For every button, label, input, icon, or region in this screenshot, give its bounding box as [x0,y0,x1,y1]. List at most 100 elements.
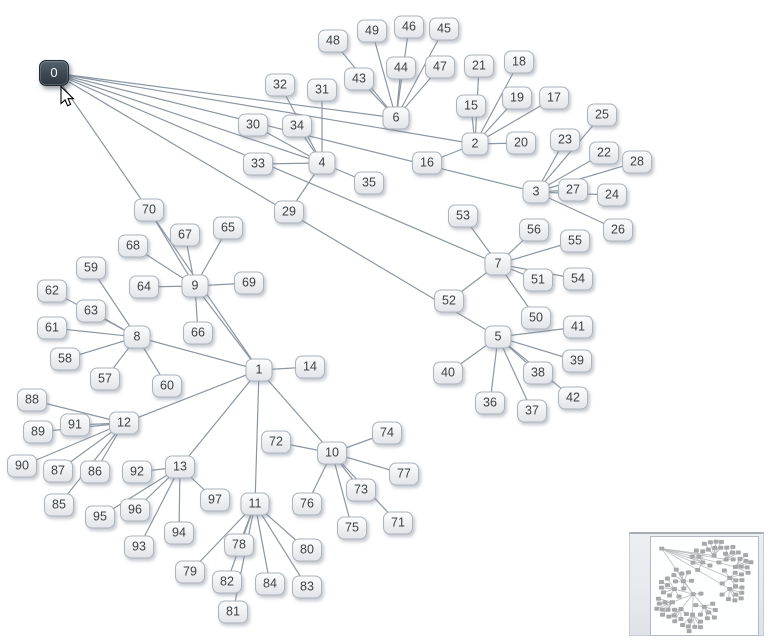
graph-node-24[interactable]: 24 [597,183,627,207]
graph-node-57[interactable]: 57 [90,367,120,391]
graph-node-12[interactable]: 12 [109,411,139,435]
graph-node-11[interactable]: 11 [240,492,270,516]
graph-node-31[interactable]: 31 [307,78,337,102]
graph-node-79[interactable]: 79 [175,560,205,584]
graph-node-21[interactable]: 21 [464,54,494,78]
graph-node-49[interactable]: 49 [357,19,387,43]
graph-node-40[interactable]: 40 [433,361,463,385]
graph-node-78[interactable]: 78 [224,533,254,557]
graph-node-3[interactable]: 3 [522,180,550,204]
graph-node-10[interactable]: 10 [317,441,347,465]
graph-node-60[interactable]: 60 [152,374,182,398]
graph-node-90[interactable]: 90 [7,454,37,478]
graph-node-68[interactable]: 68 [118,234,148,258]
graph-node-18[interactable]: 18 [504,50,534,74]
graph-node-85[interactable]: 85 [44,493,74,517]
graph-node-84[interactable]: 84 [255,572,285,596]
graph-node-16[interactable]: 16 [412,151,442,175]
graph-node-35[interactable]: 35 [354,171,384,195]
graph-node-97[interactable]: 97 [200,488,230,512]
graph-node-83[interactable]: 83 [292,575,322,599]
graph-node-5[interactable]: 5 [484,325,512,349]
graph-node-14[interactable]: 14 [295,355,325,379]
graph-node-80[interactable]: 80 [292,538,322,562]
graph-node-55[interactable]: 55 [560,229,590,253]
graph-node-76[interactable]: 76 [292,492,322,516]
graph-node-91[interactable]: 91 [60,413,90,437]
graph-node-67[interactable]: 67 [170,223,200,247]
graph-node-69[interactable]: 69 [234,271,264,295]
graph-node-77[interactable]: 77 [389,462,419,486]
graph-node-64[interactable]: 64 [129,275,159,299]
graph-node-54[interactable]: 54 [563,267,593,291]
graph-node-28[interactable]: 28 [622,150,652,174]
graph-node-72[interactable]: 72 [261,430,291,454]
graph-node-86[interactable]: 86 [80,460,110,484]
graph-node-37[interactable]: 37 [517,399,547,423]
graph-node-95[interactable]: 95 [85,505,115,529]
graph-node-36[interactable]: 36 [475,391,505,415]
graph-node-46[interactable]: 46 [394,15,424,39]
graph-node-74[interactable]: 74 [372,421,402,445]
graph-node-30[interactable]: 30 [238,113,268,137]
graph-node-87[interactable]: 87 [43,459,73,483]
overview-minigraph [654,539,754,634]
graph-node-2[interactable]: 2 [461,132,489,156]
graph-node-0[interactable]: 0 [39,60,69,86]
graph-node-81[interactable]: 81 [218,600,248,624]
graph-node-34[interactable]: 34 [282,114,312,138]
graph-node-45[interactable]: 45 [429,17,459,41]
graph-node-22[interactable]: 22 [589,141,619,165]
graph-node-20[interactable]: 20 [506,131,536,155]
graph-node-23[interactable]: 23 [550,128,580,152]
graph-node-66[interactable]: 66 [183,321,213,345]
graph-node-8[interactable]: 8 [123,325,151,349]
graph-node-61[interactable]: 61 [37,316,67,340]
graph-node-75[interactable]: 75 [337,516,367,540]
graph-node-7[interactable]: 7 [484,252,512,276]
graph-node-93[interactable]: 93 [124,535,154,559]
graph-node-82[interactable]: 82 [212,570,242,594]
graph-node-29[interactable]: 29 [274,200,304,224]
graph-node-89[interactable]: 89 [23,420,53,444]
graph-node-65[interactable]: 65 [213,216,243,240]
graph-node-70[interactable]: 70 [134,198,164,222]
graph-node-33[interactable]: 33 [243,152,273,176]
graph-node-6[interactable]: 6 [382,106,410,130]
graph-node-9[interactable]: 9 [181,274,209,298]
graph-node-42[interactable]: 42 [558,386,588,410]
graph-node-47[interactable]: 47 [425,55,455,79]
graph-node-27[interactable]: 27 [558,178,588,202]
graph-node-96[interactable]: 96 [120,498,150,522]
graph-node-15[interactable]: 15 [456,94,486,118]
graph-node-53[interactable]: 53 [448,204,478,228]
graph-node-19[interactable]: 19 [502,86,532,110]
graph-node-52[interactable]: 52 [434,289,464,313]
graph-node-41[interactable]: 41 [563,315,593,339]
graph-node-62[interactable]: 62 [37,279,67,303]
graph-node-56[interactable]: 56 [519,218,549,242]
graph-node-48[interactable]: 48 [318,29,348,53]
graph-node-44[interactable]: 44 [386,56,416,80]
graph-node-71[interactable]: 71 [383,511,413,535]
graph-node-38[interactable]: 38 [523,361,553,385]
graph-node-88[interactable]: 88 [17,388,47,412]
graph-node-26[interactable]: 26 [603,218,633,242]
graph-node-51[interactable]: 51 [523,268,553,292]
graph-node-25[interactable]: 25 [587,103,617,127]
graph-node-50[interactable]: 50 [521,306,551,330]
graph-node-58[interactable]: 58 [50,347,80,371]
graph-node-32[interactable]: 32 [265,73,295,97]
graph-node-59[interactable]: 59 [76,256,106,280]
graph-node-73[interactable]: 73 [346,478,376,502]
graph-node-63[interactable]: 63 [76,299,106,323]
graph-node-94[interactable]: 94 [164,521,194,545]
graph-node-39[interactable]: 39 [562,349,592,373]
graph-node-1[interactable]: 1 [245,358,273,382]
graph-node-13[interactable]: 13 [165,455,195,479]
graph-node-43[interactable]: 43 [344,67,374,91]
graph-node-92[interactable]: 92 [122,460,152,484]
graph-node-4[interactable]: 4 [308,151,336,175]
graph-node-17[interactable]: 17 [539,86,569,110]
